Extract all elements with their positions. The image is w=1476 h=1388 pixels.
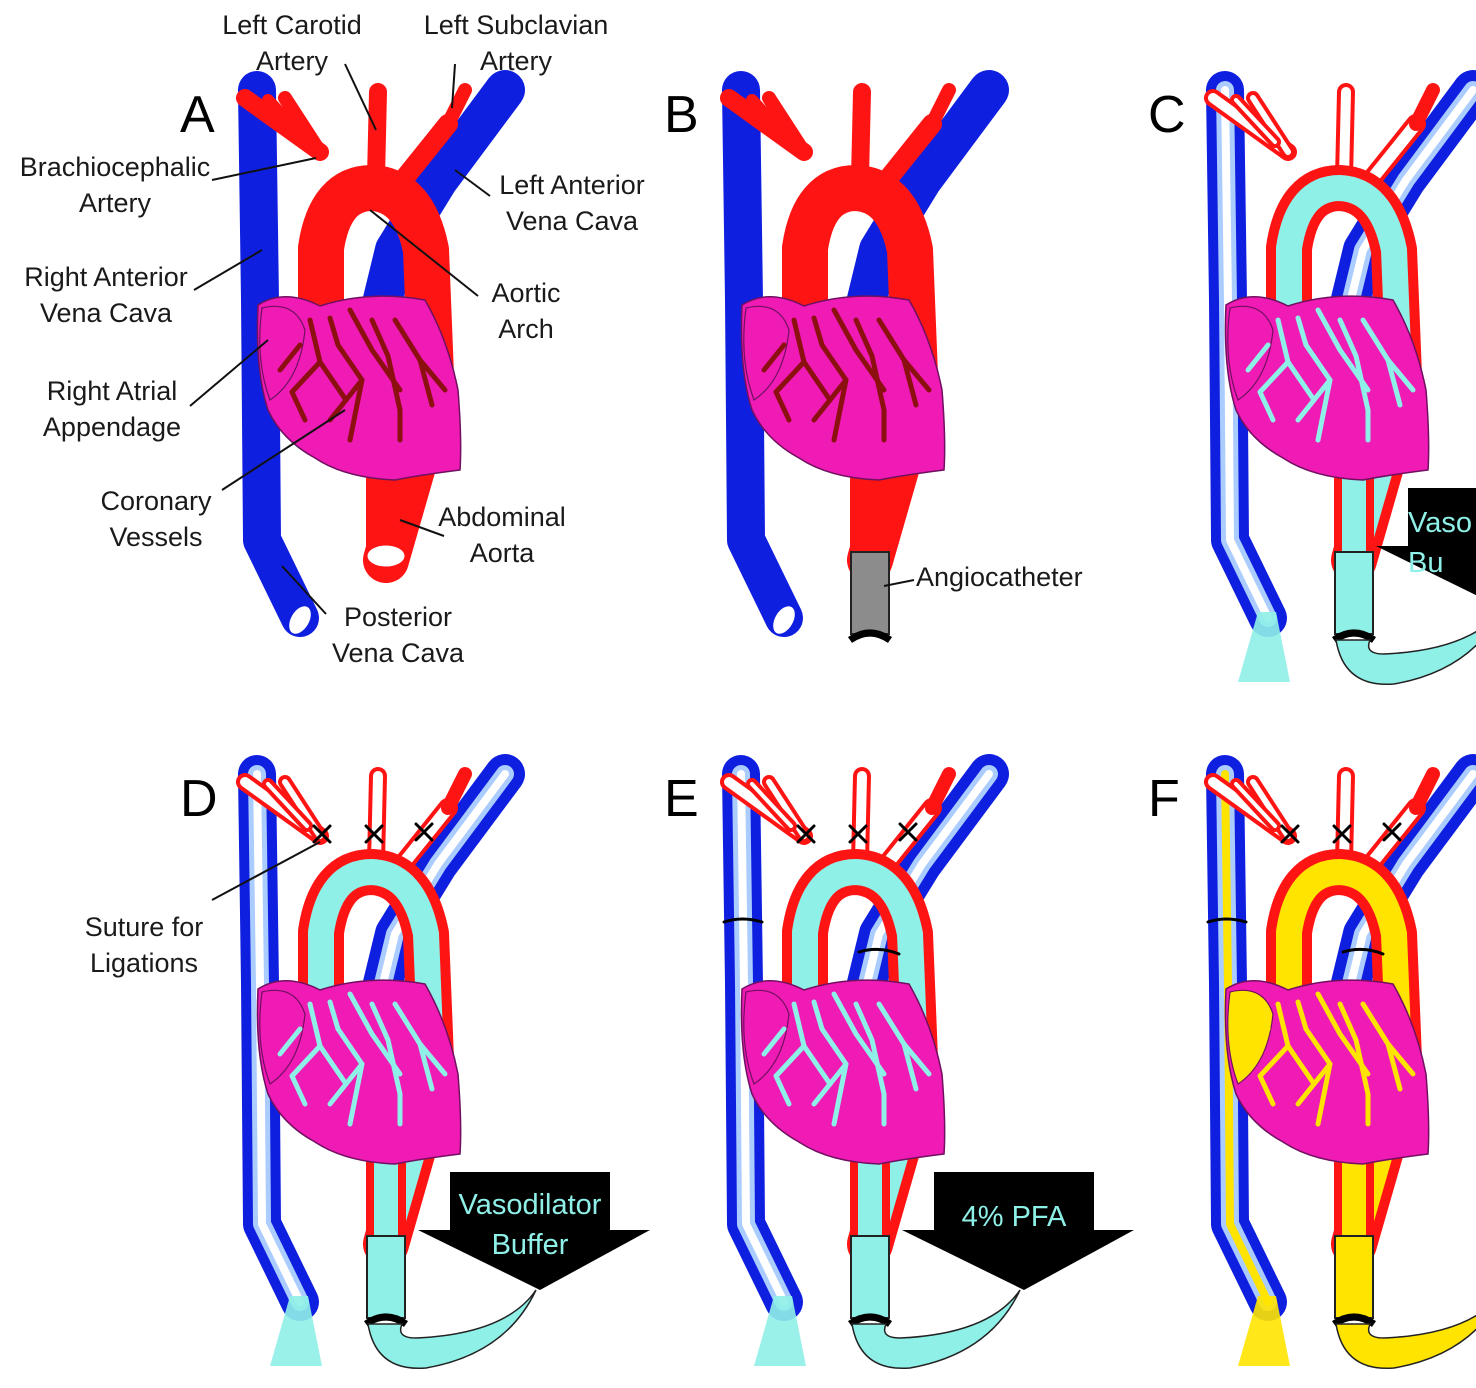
coronary-label: Vessels (109, 522, 202, 552)
right-anterior-vc-label: Right Anterior (24, 262, 188, 292)
angiocatheter (1335, 552, 1373, 634)
arrow-label: Bu (1408, 547, 1443, 579)
panel-letter: E (664, 770, 699, 828)
panel-b: B (664, 86, 989, 640)
posterior-vc-label: Posterior (344, 602, 452, 632)
panel-c: C (1148, 86, 1476, 684)
panel-a: A (180, 86, 505, 639)
catheter-hub (850, 633, 890, 640)
left-subclavian-label: Left Subclavian (424, 10, 609, 40)
panel-letter: F (1148, 770, 1180, 828)
catheter-hub (1334, 1317, 1374, 1324)
panel-letter: C (1148, 86, 1186, 144)
artery-branch (860, 92, 862, 178)
arrow-label: 4% PFA (962, 1201, 1067, 1233)
brachiocephalic-label: Artery (79, 188, 152, 218)
abdominal-aorta-opening (366, 544, 406, 568)
artery-branch (376, 92, 378, 178)
abdominal-aorta-label: Abdominal (438, 502, 566, 532)
left-carotid-label: Left Carotid (222, 10, 362, 40)
coronary-label: Coronary (100, 486, 212, 516)
angiocatheter-label: Angiocatheter (916, 562, 1083, 592)
artery-branch-lumen (1344, 776, 1346, 862)
catheter-hub (366, 1317, 406, 1324)
arrow-label: Buffer (492, 1229, 569, 1261)
posterior-vc-label: Vena Cava (332, 638, 465, 668)
right-atrial-label: Appendage (43, 412, 181, 442)
panel-letter: A (180, 86, 215, 144)
artery-branch-lumen (376, 776, 378, 862)
right-anterior-vc-label: Vena Cava (40, 298, 173, 328)
abdominal-aorta-label: Aorta (470, 538, 536, 568)
angiocatheter (1335, 1236, 1373, 1318)
panel-letter: D (180, 770, 218, 828)
angiocatheter (851, 1236, 889, 1318)
left-anterior-vc-label: Vena Cava (506, 206, 639, 236)
panel-e: E (664, 770, 1134, 1368)
left-anterior-vc-label: Left Anterior (499, 170, 645, 200)
panel-letter: B (664, 86, 699, 144)
artery-branch-lumen (1344, 92, 1346, 178)
arrow-label: Vaso (1408, 507, 1472, 539)
catheter-hub (1334, 633, 1374, 640)
artery-branch-lumen (860, 776, 862, 862)
left-carotid-label: Artery (256, 46, 329, 76)
angiocatheter (851, 552, 889, 634)
panel-f: F (1148, 770, 1476, 1368)
catheter-hub (850, 1317, 890, 1324)
suture-label: Ligations (90, 948, 198, 978)
brachiocephalic-label: Brachiocephalic (20, 152, 211, 182)
suture-label: Suture for (85, 912, 204, 942)
aortic-arch-label: Aortic (491, 278, 560, 308)
right-atrial-label: Right Atrial (47, 376, 178, 406)
aortic-arch-label: Arch (498, 314, 554, 344)
arrow-label: Vasodilator (459, 1189, 602, 1221)
angiocatheter (367, 1236, 405, 1318)
panel-d: D (180, 770, 650, 1368)
left-subclavian-label: Artery (480, 46, 553, 76)
